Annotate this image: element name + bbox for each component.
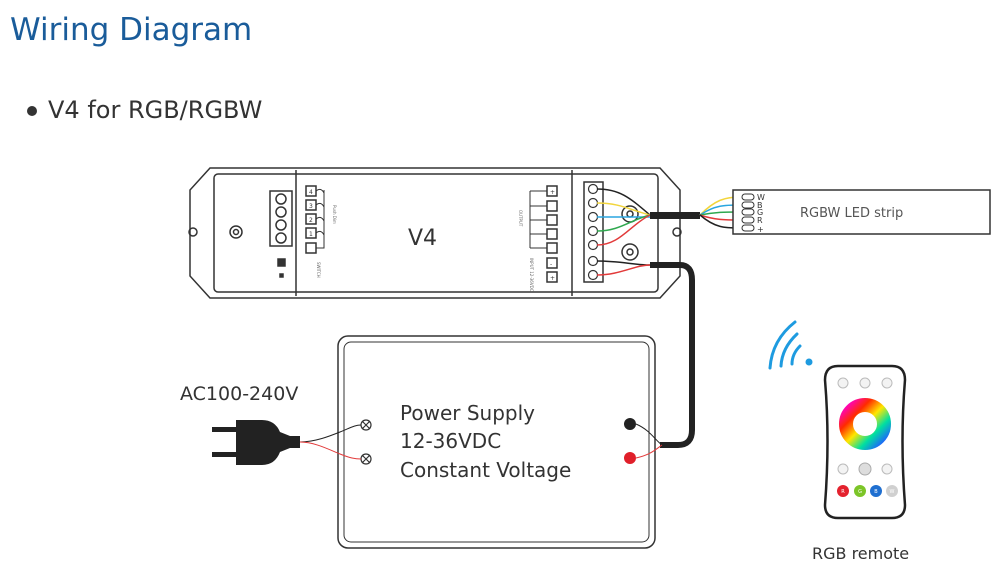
controller-label: V4	[408, 226, 437, 251]
channel-3: 3	[309, 203, 313, 210]
dc-positive-terminal	[624, 452, 636, 464]
pin-b: B	[757, 201, 763, 210]
remote-button-b: B	[874, 489, 878, 495]
remote-button-w: W	[890, 489, 895, 495]
dc-wires	[635, 423, 663, 459]
channel-4: 4	[309, 189, 313, 196]
input-plus: +	[550, 275, 555, 282]
v4-controller	[188, 167, 682, 299]
power-supply: Power Supply 12-36VDC Constant Voltage	[337, 335, 656, 549]
dc-negative-terminal	[624, 418, 636, 430]
pin-w: W	[757, 193, 765, 202]
ac-plug-icon	[212, 420, 362, 465]
rgbw-led-strip: W B G R + RGBW LED strip	[732, 189, 991, 235]
remote-label: RGB remote	[812, 544, 909, 563]
rgb-remote: R G B W	[823, 364, 907, 520]
bullet-icon	[27, 106, 37, 116]
led-strip-label: RGBW LED strip	[800, 206, 903, 221]
channel-labels: 4 3 2 1 + - +	[309, 189, 555, 282]
pin-plus: +	[757, 225, 764, 234]
channel-2: 2	[309, 217, 313, 224]
remote-button-r: R	[841, 489, 845, 495]
section-title: V4 for RGB/RGBW	[48, 96, 262, 124]
power-supply-line-2: 12-36VDC	[400, 429, 501, 453]
remote-button-g: G	[858, 489, 862, 495]
push-dim-label: Push Dim	[332, 205, 337, 224]
output-label: OUTPUT	[518, 210, 523, 227]
pin-r: R	[757, 216, 763, 225]
output-common: +	[550, 189, 555, 196]
ac-input-label: AC100-240V	[180, 383, 298, 405]
power-supply-line-1: Power Supply	[400, 401, 535, 425]
pin-g: G	[757, 208, 763, 217]
input-minus: -	[550, 261, 552, 268]
output-wires	[596, 188, 651, 276]
color-wheel	[839, 398, 891, 450]
wireless-signal-icon	[768, 320, 813, 370]
output-cable	[650, 212, 700, 219]
channel-1: 1	[309, 231, 313, 238]
controller-terminal-screws	[587, 183, 599, 281]
power-cable	[650, 262, 695, 448]
power-supply-line-3: Constant Voltage	[400, 458, 571, 482]
switch-label: SWITCH	[316, 262, 321, 278]
input-label: INPUT 12-36VDC	[529, 258, 534, 292]
page-title: Wiring Diagram	[10, 12, 252, 48]
